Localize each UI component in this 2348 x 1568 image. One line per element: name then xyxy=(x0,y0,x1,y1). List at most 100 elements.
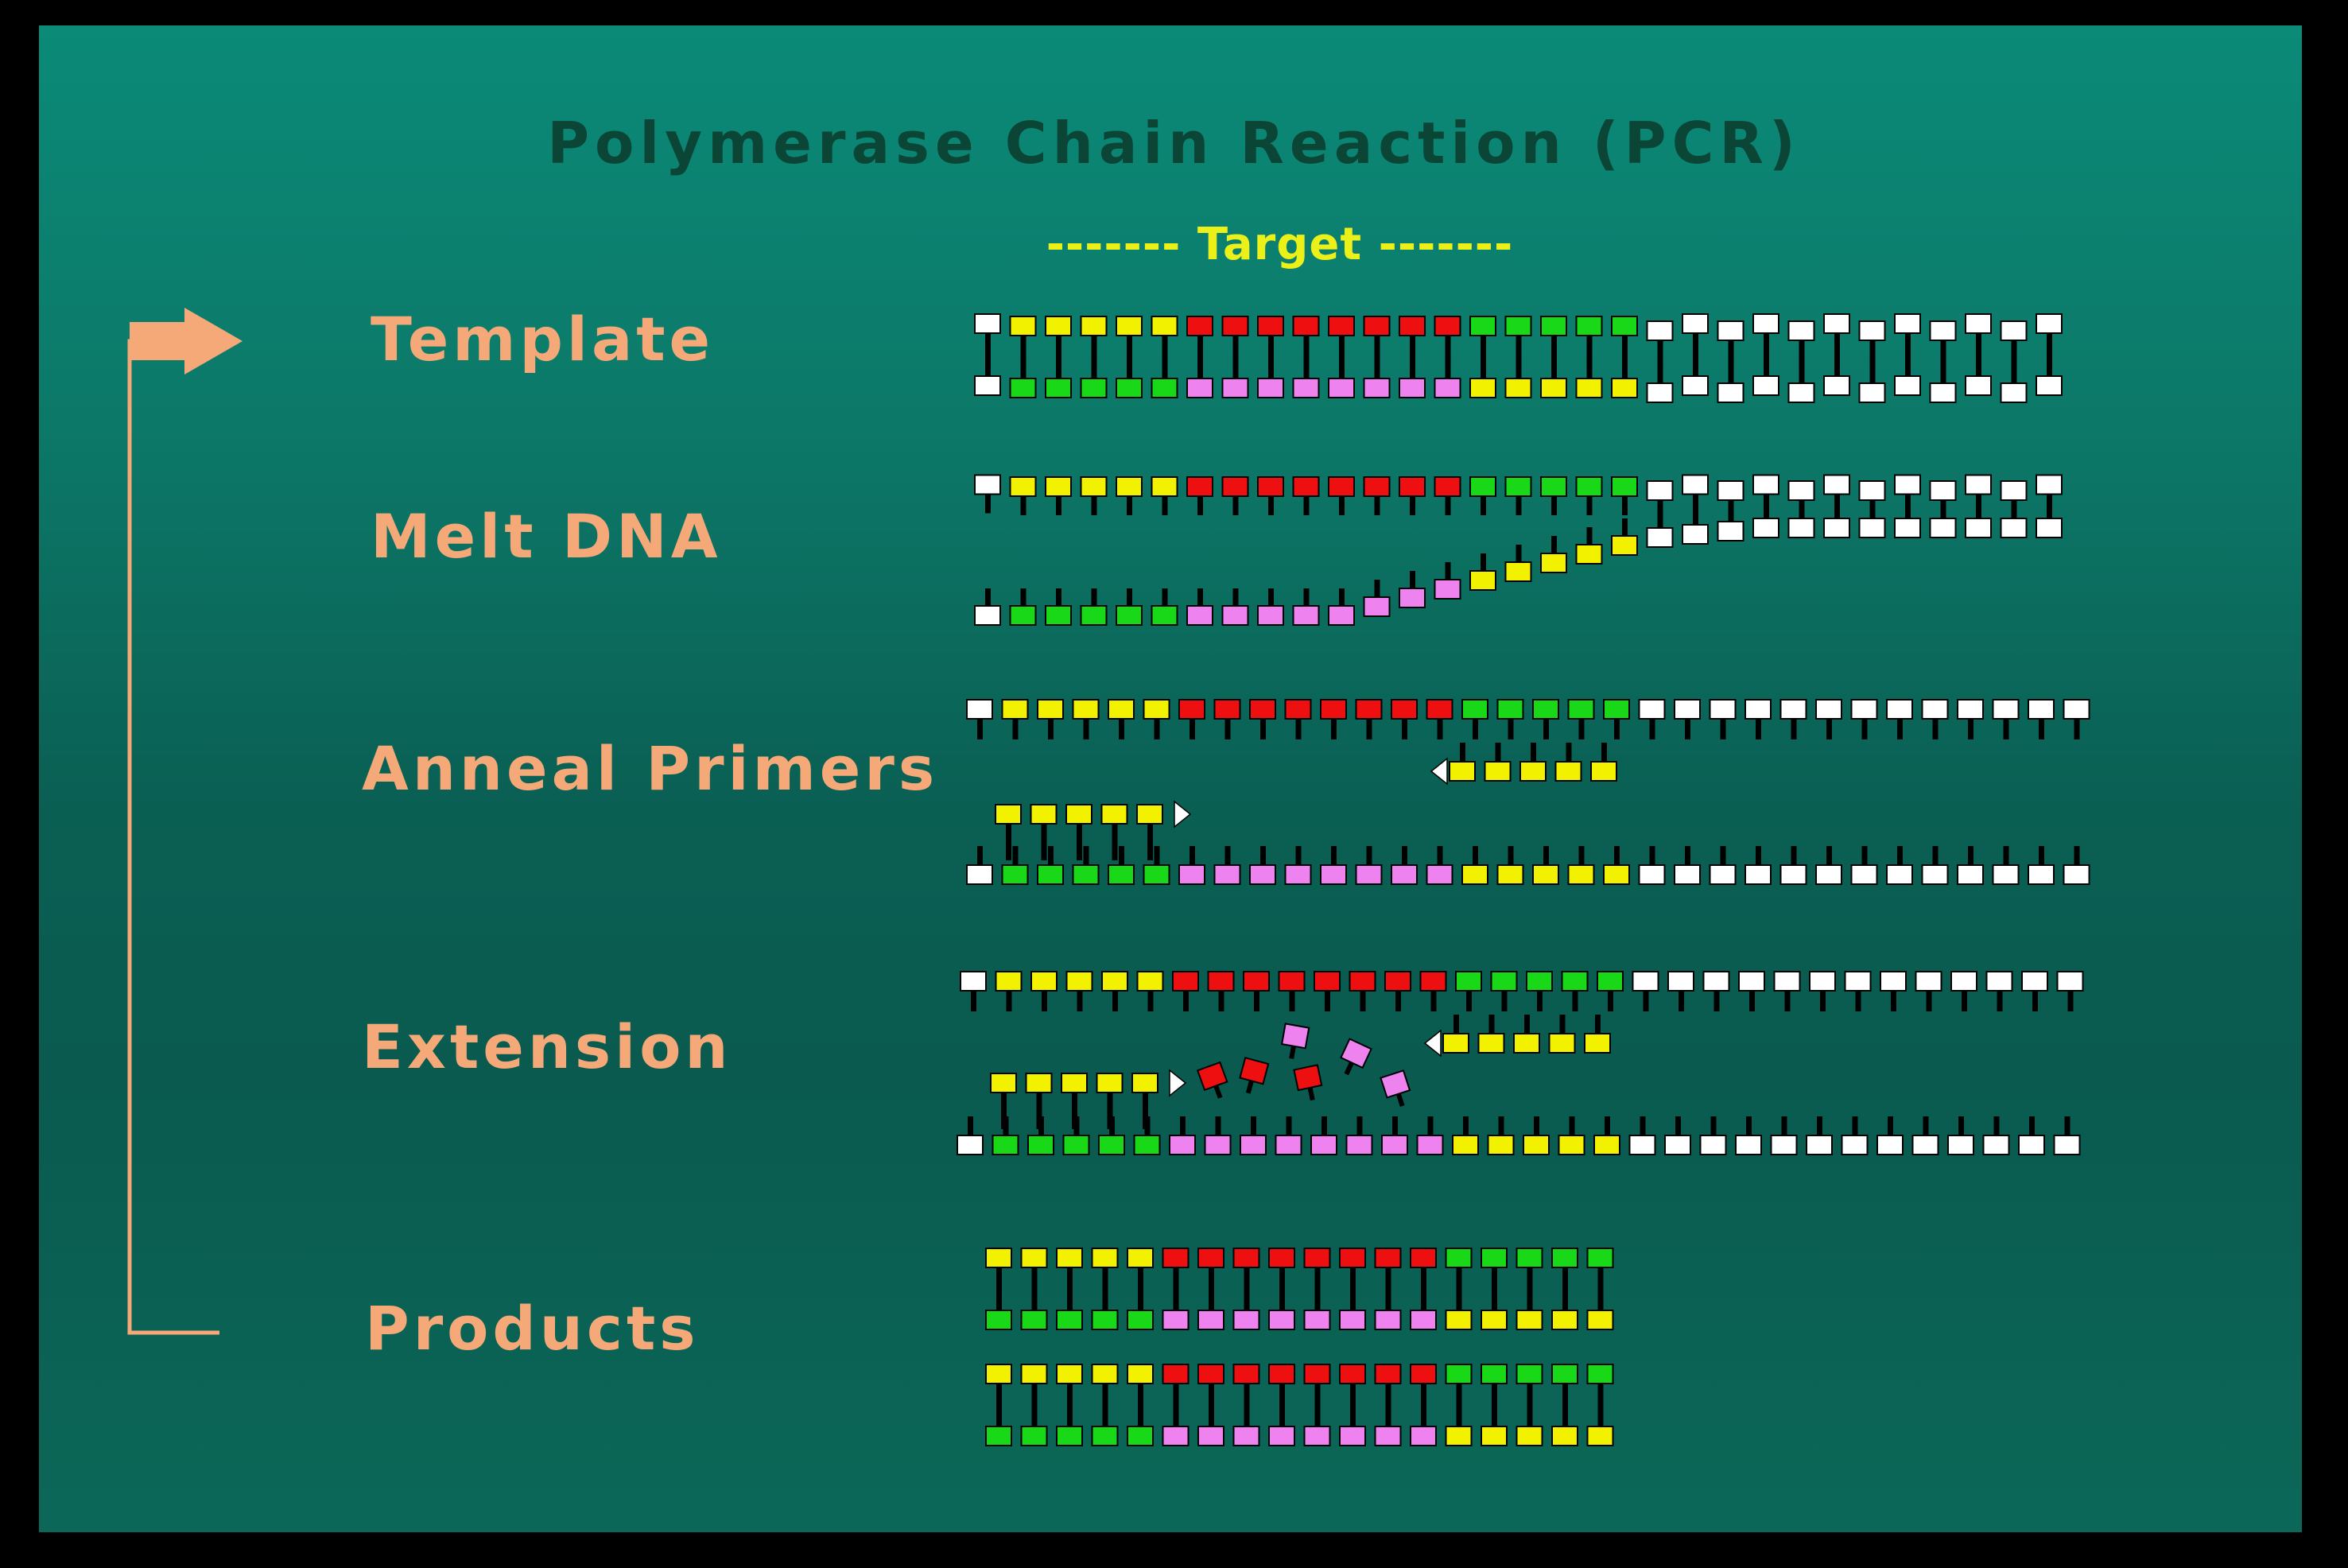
base-stem xyxy=(1869,340,1876,365)
base-stem xyxy=(1143,1093,1148,1129)
base-stem xyxy=(1232,354,1239,378)
nucleotide xyxy=(1628,1135,1656,1155)
nucleotide xyxy=(1632,971,1659,992)
nucleotide xyxy=(1752,313,1779,334)
step-label-template: Template xyxy=(371,304,715,375)
nucleotide xyxy=(1477,1033,1505,1054)
nucleotide xyxy=(1929,480,1957,501)
nucleotide xyxy=(1399,476,1426,497)
nucleotide xyxy=(1009,378,1037,398)
nucleotide xyxy=(1268,1310,1295,1330)
nucleotide xyxy=(1516,1426,1543,1446)
step-label-anneal-primers: Anneal Primers xyxy=(362,733,939,804)
nucleotide xyxy=(1779,864,1807,885)
base-stem xyxy=(1162,496,1168,515)
base-stem xyxy=(1356,1116,1363,1135)
nucleotide xyxy=(1823,375,1850,396)
base-stem xyxy=(1147,991,1154,1011)
nucleotide xyxy=(1434,476,1461,497)
free-nucleotide xyxy=(1196,1061,1228,1099)
nucleotide xyxy=(1850,864,1878,885)
nucleotide xyxy=(1717,521,1745,541)
nucleotide xyxy=(2063,864,2090,885)
nucleotide xyxy=(1045,605,1072,626)
nucleotide xyxy=(1682,524,1709,545)
free-nucleotide xyxy=(1239,1057,1270,1094)
base-stem xyxy=(1366,846,1372,865)
base-stem xyxy=(1597,1402,1604,1426)
nucleotide xyxy=(1374,1364,1402,1384)
nucleotide xyxy=(1419,971,1447,992)
base-stem xyxy=(1331,846,1337,865)
target-label: ------- Target ------- xyxy=(1046,219,1514,270)
base-stem xyxy=(1799,501,1805,518)
base-stem xyxy=(971,991,976,1011)
nucleotide xyxy=(1894,518,1921,538)
base-stem xyxy=(1834,501,1840,518)
base-stem xyxy=(1595,1015,1601,1034)
base-stem xyxy=(1728,359,1734,383)
primer-arrow-icon xyxy=(1169,1069,1187,1097)
base-stem xyxy=(1784,991,1791,1011)
nucleotide xyxy=(1481,1364,1508,1384)
base-stem xyxy=(1020,496,1027,515)
nucleotide xyxy=(1682,313,1709,334)
base-stem xyxy=(1675,1116,1681,1135)
nucleotide xyxy=(1929,320,1957,341)
base-stem xyxy=(1572,991,1578,1011)
base-stem xyxy=(1077,991,1083,1011)
nucleotide xyxy=(1116,316,1143,336)
nucleotide xyxy=(2063,699,2090,720)
base-stem xyxy=(1445,354,1451,378)
nucleotide xyxy=(1278,971,1306,992)
base-stem xyxy=(1749,991,1755,1011)
nucleotide xyxy=(1787,382,1815,403)
nucleotide xyxy=(1880,971,1907,992)
nucleotide xyxy=(1127,1364,1154,1384)
base-stem xyxy=(1244,1384,1250,1408)
base-stem xyxy=(1091,336,1097,360)
nucleotide xyxy=(1611,378,1638,398)
nucleotide xyxy=(1339,1364,1366,1384)
nucleotide xyxy=(1504,316,1532,336)
base-stem xyxy=(1162,354,1168,378)
nucleotide xyxy=(1328,605,1355,626)
base-stem xyxy=(2039,846,2044,865)
base-stem xyxy=(1492,1267,1497,1292)
base-stem xyxy=(1067,1267,1073,1292)
base-stem xyxy=(1119,719,1124,739)
nucleotide xyxy=(1717,382,1745,403)
base-stem xyxy=(1720,846,1726,865)
nucleotide xyxy=(1611,316,1638,336)
nucleotide xyxy=(1410,1426,1437,1446)
base-stem xyxy=(1524,1015,1530,1034)
base-stem xyxy=(1268,496,1274,515)
base-stem xyxy=(1460,743,1465,762)
base-stem xyxy=(1067,1402,1073,1426)
base-stem xyxy=(1781,1116,1787,1135)
nucleotide xyxy=(1894,313,1921,334)
nucleotide xyxy=(1481,1426,1508,1446)
base-stem xyxy=(1693,351,1698,376)
base-stem xyxy=(1888,1116,1893,1135)
base-stem xyxy=(996,1286,1002,1310)
base-stem xyxy=(2064,1116,2071,1135)
base-stem xyxy=(985,351,991,376)
base-stem xyxy=(2067,991,2074,1011)
nucleotide xyxy=(1221,316,1249,336)
base-stem xyxy=(1569,1116,1575,1135)
base-stem xyxy=(2011,359,2017,383)
nucleotide xyxy=(1469,316,1496,336)
nucleotide xyxy=(1056,1248,1083,1268)
nucleotide xyxy=(1410,1248,1437,1268)
nucleotide xyxy=(1339,1426,1366,1446)
base-stem xyxy=(1056,496,1061,515)
base-stem xyxy=(1421,1286,1426,1310)
base-stem xyxy=(1374,354,1380,378)
nucleotide xyxy=(1221,476,1249,497)
base-stem xyxy=(1162,336,1168,360)
base-stem xyxy=(1303,354,1310,378)
base-stem xyxy=(1385,1402,1391,1426)
base-stem xyxy=(985,333,991,358)
